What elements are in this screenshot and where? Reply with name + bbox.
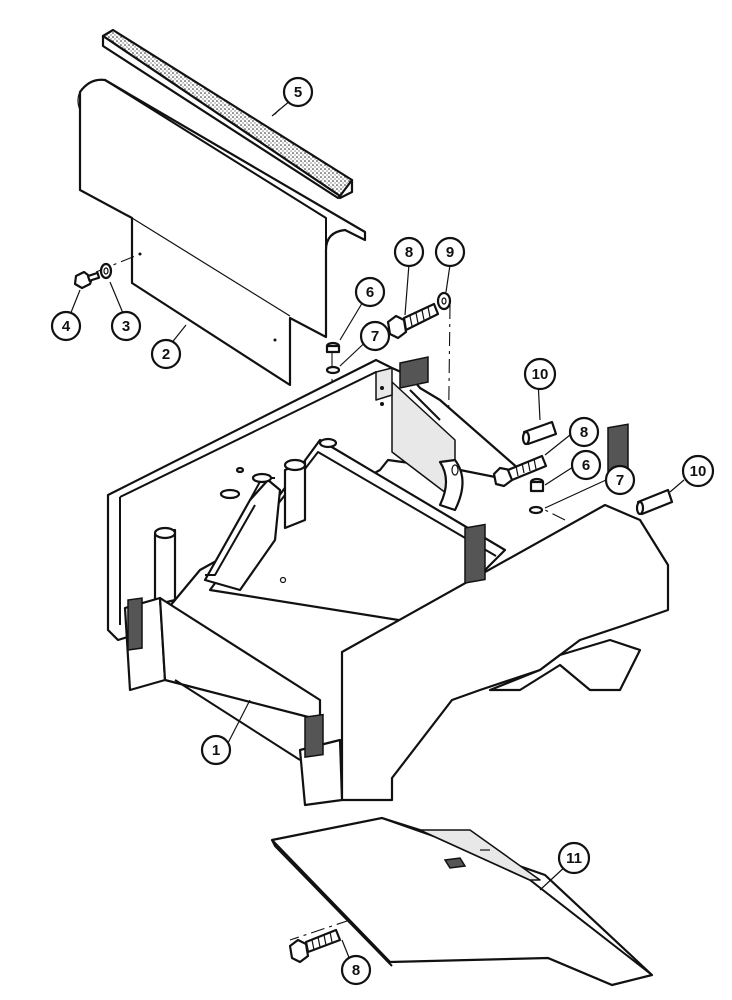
callout-10-upper: 10 — [523, 357, 557, 391]
callout-8-right: 8 — [568, 416, 600, 448]
bolt-6-upper — [325, 341, 341, 354]
main-frame — [106, 356, 670, 807]
callout-label: 5 — [294, 84, 302, 101]
bolt-8-lower — [288, 928, 342, 964]
bolt-8-upper — [386, 302, 440, 340]
callout-4: 4 — [50, 310, 82, 342]
callout-6-right: 6 — [570, 449, 602, 481]
foam-seal-strip — [101, 28, 354, 200]
callout-label: 3 — [122, 318, 130, 335]
bolt-4 — [73, 270, 101, 290]
callout-label: 7 — [616, 472, 624, 489]
washer-9 — [436, 291, 452, 311]
bolt-8-right — [492, 454, 548, 488]
callout-8-upper: 8 — [393, 236, 425, 268]
pin-10-upper — [521, 420, 558, 446]
callout-label: 2 — [162, 346, 170, 363]
callout-label: 4 — [62, 318, 71, 335]
callout-label: 6 — [366, 284, 374, 301]
callout-label: 1 — [212, 742, 220, 759]
callout-2: 2 — [150, 338, 182, 370]
callout-label: 6 — [582, 457, 590, 474]
callout-label: 11 — [566, 850, 582, 867]
callout-6-upper: 6 — [354, 276, 386, 308]
callout-label: 10 — [532, 366, 549, 383]
callout-label: 10 — [690, 463, 707, 480]
washer-3 — [99, 262, 113, 280]
callout-1: 1 — [200, 734, 232, 766]
callout-label: 9 — [446, 244, 454, 261]
callout-8-lower: 8 — [340, 954, 372, 986]
callout-11: 11 — [557, 841, 591, 875]
bolt-6-right — [529, 477, 545, 493]
callout-10-right: 10 — [681, 454, 715, 488]
bottom-plate — [270, 816, 654, 987]
callout-9: 9 — [434, 236, 466, 268]
callout-3: 3 — [110, 310, 142, 342]
washer-7-right — [528, 505, 544, 515]
callout-7-right: 7 — [604, 464, 636, 496]
callout-label: 8 — [580, 424, 588, 441]
callout-label: 8 — [352, 962, 360, 979]
pin-10-right — [635, 488, 674, 516]
callout-5: 5 — [282, 76, 314, 108]
callout-7-upper: 7 — [359, 320, 391, 352]
callout-label: 8 — [405, 244, 413, 261]
callout-label: 7 — [371, 328, 379, 345]
washer-7-upper — [325, 365, 341, 375]
